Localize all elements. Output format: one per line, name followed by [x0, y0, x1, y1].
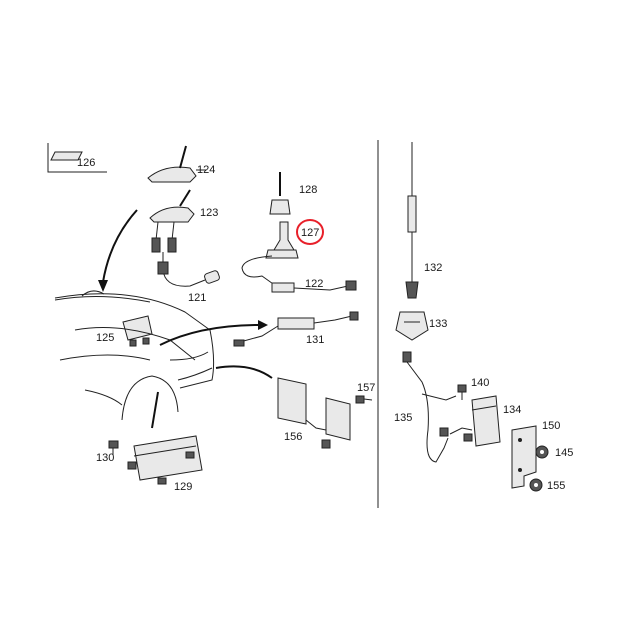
part-129[interactable]: 129	[127, 435, 203, 493]
label-126: 126	[77, 157, 95, 169]
arrow-head	[98, 280, 108, 292]
label-127: 127	[301, 227, 319, 239]
part-145[interactable]: 145	[535, 445, 573, 459]
part-125[interactable]: 125	[96, 315, 153, 347]
label-132: 132	[424, 262, 442, 274]
label-121: 121	[188, 292, 206, 304]
part-157[interactable]: 157	[355, 382, 375, 404]
label-134: 134	[503, 404, 521, 416]
label-145: 145	[555, 447, 573, 459]
part-135[interactable]: 135	[394, 351, 457, 463]
label-133: 133	[429, 318, 447, 330]
label-156: 156	[284, 431, 302, 443]
label-123: 123	[200, 207, 218, 219]
arrow-to-156	[215, 365, 273, 379]
label-129: 129	[174, 481, 192, 493]
label-130: 130	[96, 452, 114, 464]
part-134[interactable]: 134	[449, 395, 521, 447]
label-150: 150	[542, 420, 560, 432]
part-131[interactable]: 131	[233, 311, 359, 347]
arrow-to-131	[159, 324, 261, 346]
label-122: 122	[305, 278, 323, 290]
part-124[interactable]: 124	[147, 145, 215, 183]
label-157: 157	[357, 382, 375, 394]
label-135: 135	[394, 412, 412, 424]
label-125: 125	[96, 332, 114, 344]
arrow-to-129	[151, 391, 159, 429]
part-123[interactable]: 123	[149, 189, 218, 253]
part-128[interactable]: 128	[269, 172, 317, 215]
part-130[interactable]: 130	[96, 440, 119, 464]
label-124: 124	[197, 164, 215, 176]
car-body	[54, 290, 215, 421]
arrow-head-131	[258, 320, 268, 330]
part-156[interactable]: 156	[277, 377, 351, 449]
part-127[interactable]: 127	[265, 219, 324, 259]
part-126[interactable]: 126	[47, 143, 107, 173]
highlight-circle	[296, 219, 324, 245]
part-133[interactable]: 133	[395, 311, 447, 341]
part-122[interactable]: 122	[241, 255, 357, 293]
part-155[interactable]: 155	[529, 478, 565, 492]
part-140[interactable]: 140	[457, 377, 489, 400]
part-132[interactable]: 132	[405, 142, 442, 299]
arrow-to-roof	[102, 209, 138, 283]
label-128: 128	[299, 184, 317, 196]
label-140: 140	[471, 377, 489, 389]
label-131: 131	[306, 334, 324, 346]
label-155: 155	[547, 480, 565, 492]
part-150[interactable]: 150	[511, 420, 560, 489]
part-121[interactable]: 121	[157, 252, 220, 304]
